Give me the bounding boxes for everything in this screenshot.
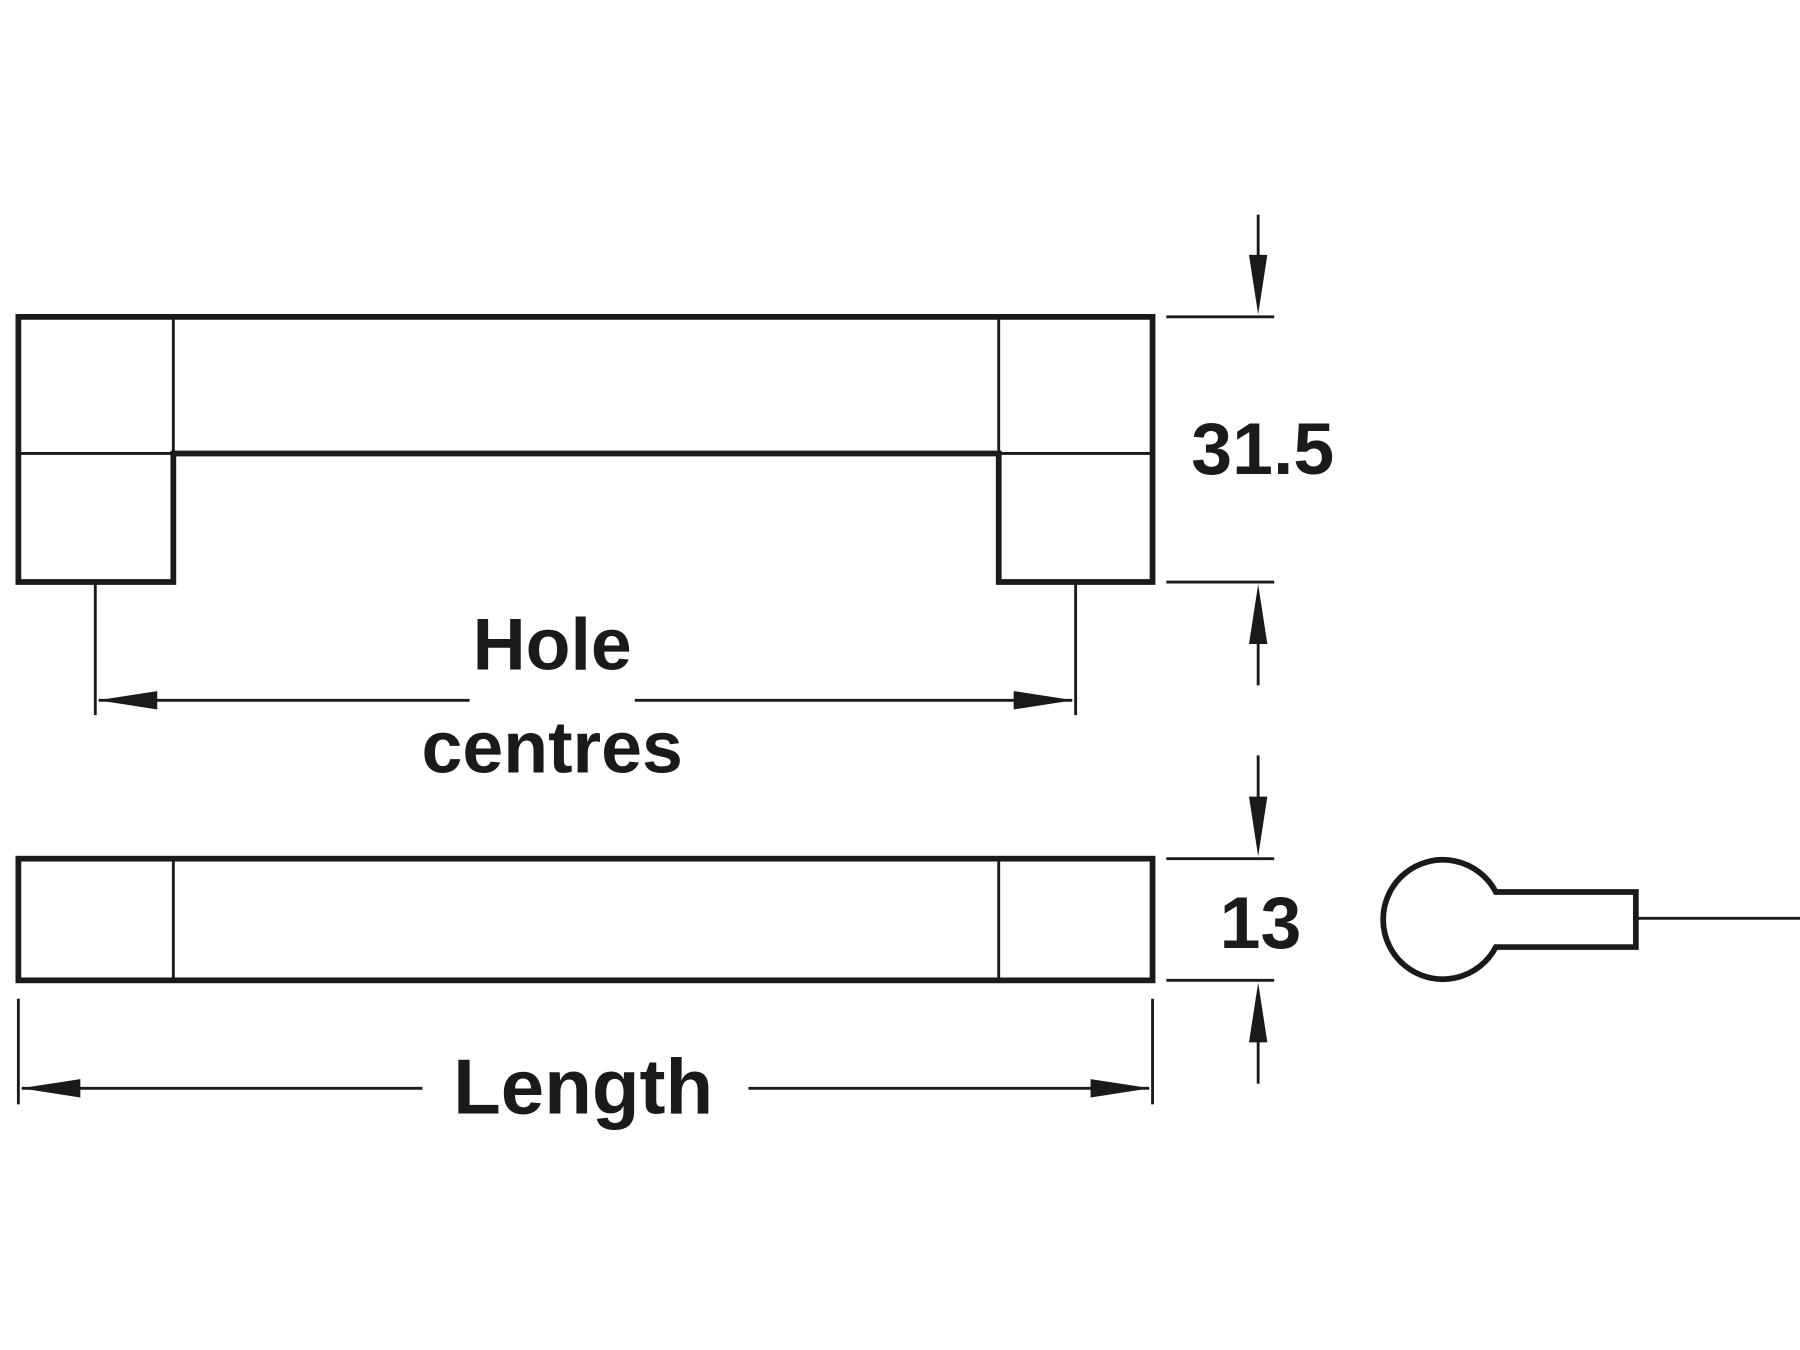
arrow-down-icon: [1248, 796, 1268, 857]
hole-centres-dimension: Hole centres: [93, 582, 1078, 789]
arrow-left-icon: [20, 1079, 81, 1098]
arrow-left-icon: [97, 691, 158, 710]
length-dimension: Length: [16, 998, 1154, 1131]
arrow-down-icon: [1248, 254, 1268, 315]
handle-front-view: [15, 313, 1156, 585]
arrow-up-icon: [1248, 584, 1268, 645]
height-dimension-bottom: 13: [1166, 755, 1302, 1084]
arrow-right-icon: [1090, 1079, 1151, 1098]
arrow-right-icon: [1013, 691, 1074, 710]
hole-centres-label-line2: centres: [422, 706, 683, 789]
arrow-up-icon: [1248, 982, 1268, 1043]
length-label: Length: [453, 1043, 713, 1131]
height-label-top: 31.5: [1191, 407, 1334, 490]
handle-top-view: [15, 855, 1156, 984]
handle-profile-section: [1380, 856, 1800, 983]
hole-centres-label-line1: Hole: [473, 602, 632, 685]
height-dimension-top: 31.5: [1166, 214, 1334, 686]
height-label-bottom: 13: [1220, 881, 1302, 964]
